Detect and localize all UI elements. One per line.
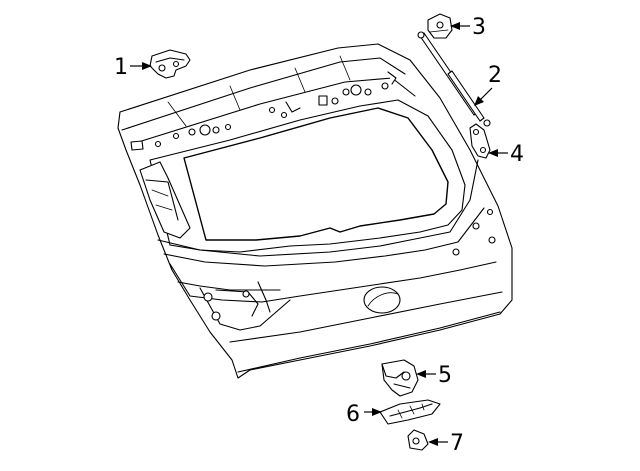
callout-label-5: 5	[438, 363, 452, 388]
callout-label-6: 6	[346, 402, 360, 427]
callout-1: 1	[114, 55, 152, 80]
callout-2: 2	[474, 63, 502, 106]
callout-label-2: 2	[488, 63, 502, 88]
callout-label-3: 3	[472, 15, 486, 40]
striker-part-7[interactable]	[407, 429, 429, 451]
handle-part-6[interactable]	[379, 399, 441, 425]
callout-label-4: 4	[510, 142, 524, 167]
callout-label-1: 1	[114, 55, 128, 80]
callout-5: 5	[416, 363, 452, 388]
strut-bracket-part-3[interactable]	[427, 13, 453, 39]
liftgate-panel[interactable]	[117, 43, 513, 379]
lift-support-strut-part-2[interactable]	[417, 31, 491, 127]
callout-4: 4	[488, 142, 524, 167]
hinge-part-1[interactable]	[149, 49, 191, 79]
callout-label-7: 7	[450, 431, 464, 456]
latch-part-5[interactable]	[381, 359, 419, 397]
callout-7: 7	[428, 431, 464, 456]
callout-3: 3	[450, 15, 486, 40]
callout-6: 6	[346, 402, 382, 427]
strut-bracket-part-4[interactable]	[469, 123, 491, 159]
